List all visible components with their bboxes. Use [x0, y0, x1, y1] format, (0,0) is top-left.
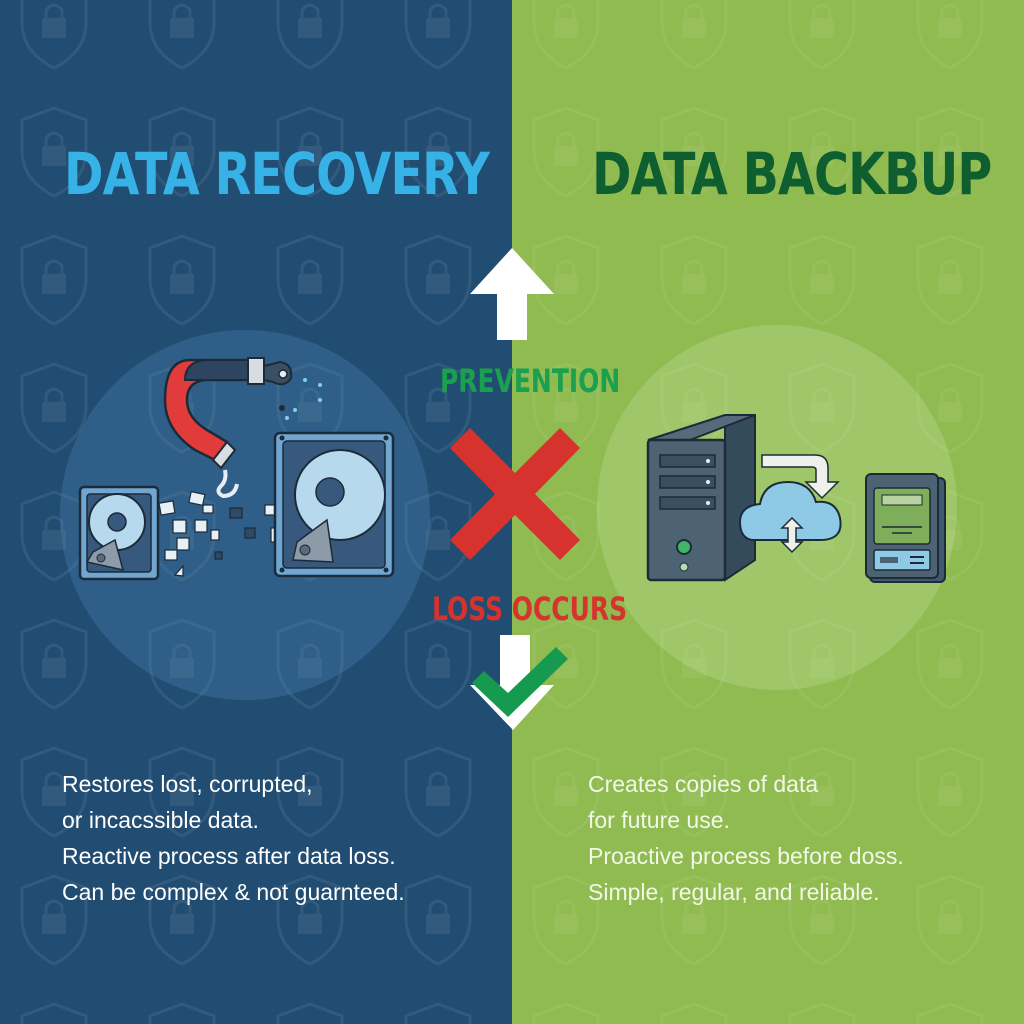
description-line: Proactive process before doss.	[588, 843, 904, 869]
data-backup-description: Creates copies of data for future use. P…	[588, 766, 904, 910]
prevention-label: PREVENTION	[440, 362, 621, 400]
description-line: for future use.	[588, 807, 730, 833]
arrow-down-icon	[470, 635, 554, 730]
hard-drive-icon	[273, 431, 395, 578]
description-line: Simple, regular, and reliable.	[588, 879, 880, 905]
x-mark-icon	[450, 428, 580, 560]
sync-arrow-icon	[761, 454, 840, 500]
magnet-icon	[163, 357, 322, 499]
arrow-up-icon	[470, 248, 554, 340]
data-recovery-panel	[0, 0, 512, 1024]
checkmark-icon	[472, 647, 568, 717]
data-recovery-illustration	[78, 357, 395, 581]
description-line: or incacssible data.	[62, 807, 259, 833]
loss-occurs-label: LOSS OCCURS	[432, 590, 628, 628]
broken-hard-drive-icon	[78, 485, 160, 581]
cloud-icon	[738, 480, 842, 554]
data-recovery-title: DATA RECOVERY	[64, 140, 490, 208]
description-line: Restores lost, corrupted,	[62, 771, 313, 797]
external-drive-icon	[865, 473, 946, 583]
description-line: Reactive process after data loss.	[62, 843, 396, 869]
data-recovery-description: Restores lost, corrupted, or incacssible…	[62, 766, 405, 910]
computer-tower-icon	[646, 414, 756, 582]
data-backup-illustration	[646, 414, 946, 583]
arrow-down-checkmark-icon	[470, 635, 568, 730]
description-line: Can be complex & not guarnteed.	[62, 879, 405, 905]
description-line: Creates copies of data	[588, 771, 819, 797]
data-backup-title: DATA BACKBUP	[592, 140, 992, 208]
